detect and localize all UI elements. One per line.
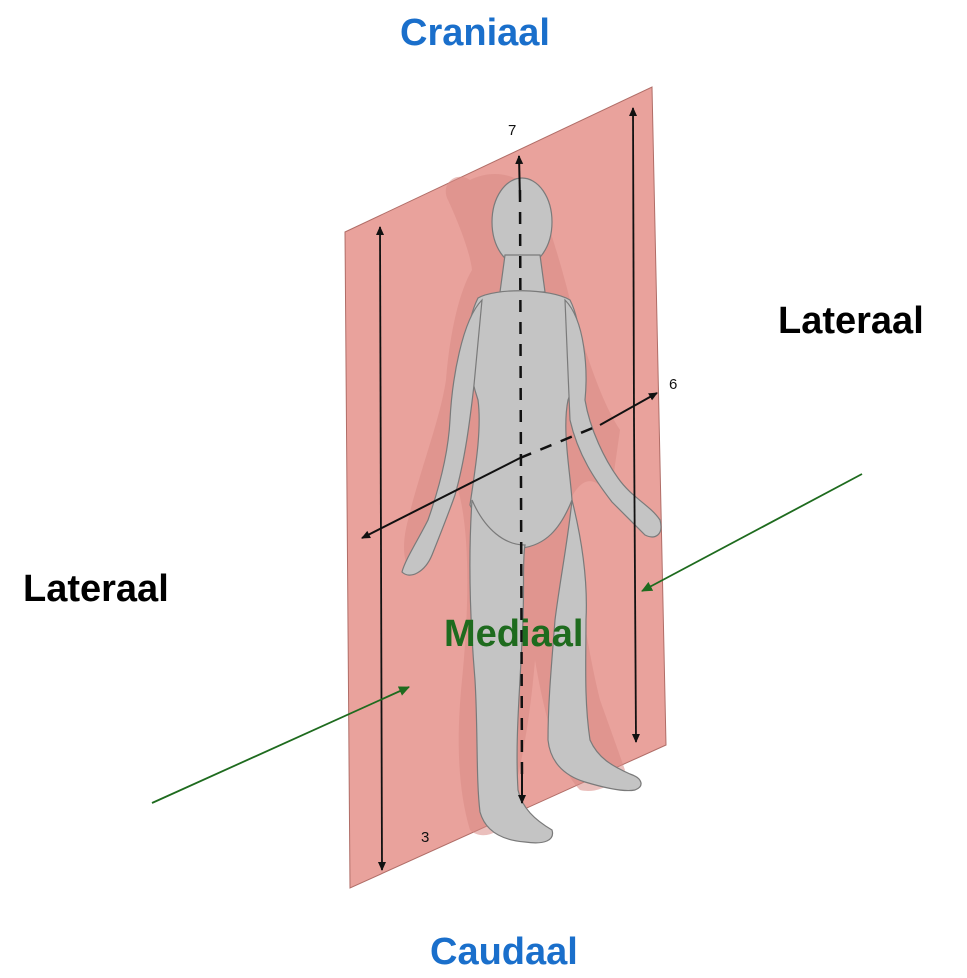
plane-number-bottom: 3 [421,830,429,845]
cranial-arrow [519,156,520,200]
caudal-label: Caudaal [430,933,578,971]
plane-height-arrow-right-up [633,108,634,420]
lateral-label-right: Lateraal [778,302,924,340]
medial-arrow-right [642,474,862,591]
plane-number-right: 6 [669,377,677,392]
plane-height-arrow-left-up [380,227,381,550]
plane-height-arrow-left-down [381,550,382,870]
plane-number-top: 7 [508,123,516,138]
lateral-label-left: Lateraal [23,570,169,608]
medial-label: Mediaal [444,615,583,653]
cranial-label: Craniaal [400,14,550,52]
